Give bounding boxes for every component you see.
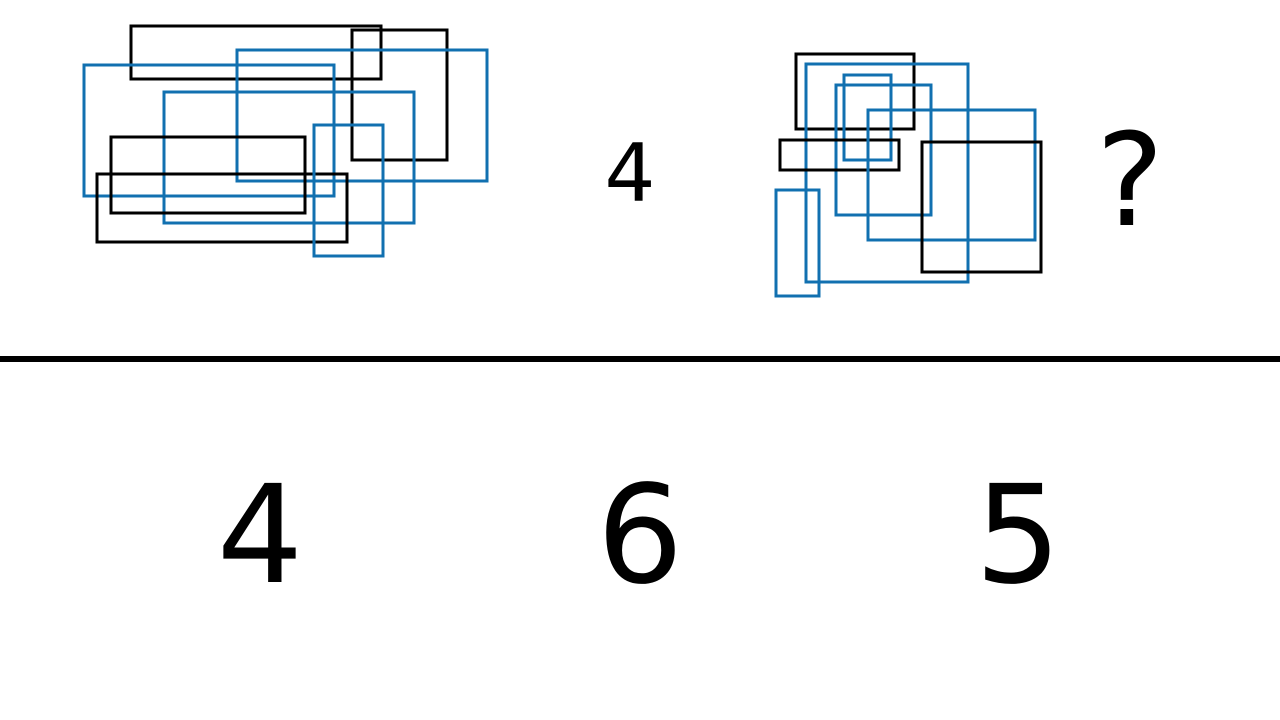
blue-rectangle <box>834 83 933 217</box>
blue-rectangle <box>235 48 489 183</box>
question-mark: ? <box>1096 107 1164 256</box>
answer-option-c[interactable]: 5 <box>974 457 1062 615</box>
answer-option-b[interactable]: 6 <box>596 457 684 615</box>
blue-rectangle <box>866 108 1037 242</box>
blue-rectangle <box>162 90 416 225</box>
blue-rectangle <box>312 123 385 258</box>
black-rectangle <box>778 138 901 172</box>
question-figure <box>774 52 1043 298</box>
black-rectangle <box>794 52 916 131</box>
black-rectangle <box>129 24 383 81</box>
black-rectangle <box>920 140 1043 274</box>
example-answer: 4 <box>604 127 656 220</box>
blue-rectangle <box>774 188 821 298</box>
answer-option-a[interactable]: 4 <box>216 457 304 615</box>
divider-line <box>0 356 1280 362</box>
black-rectangle <box>350 28 449 162</box>
blue-rectangle <box>82 63 336 198</box>
black-rectangle <box>95 172 349 244</box>
example-figure <box>82 24 1043 298</box>
blue-rectangle <box>804 62 970 284</box>
